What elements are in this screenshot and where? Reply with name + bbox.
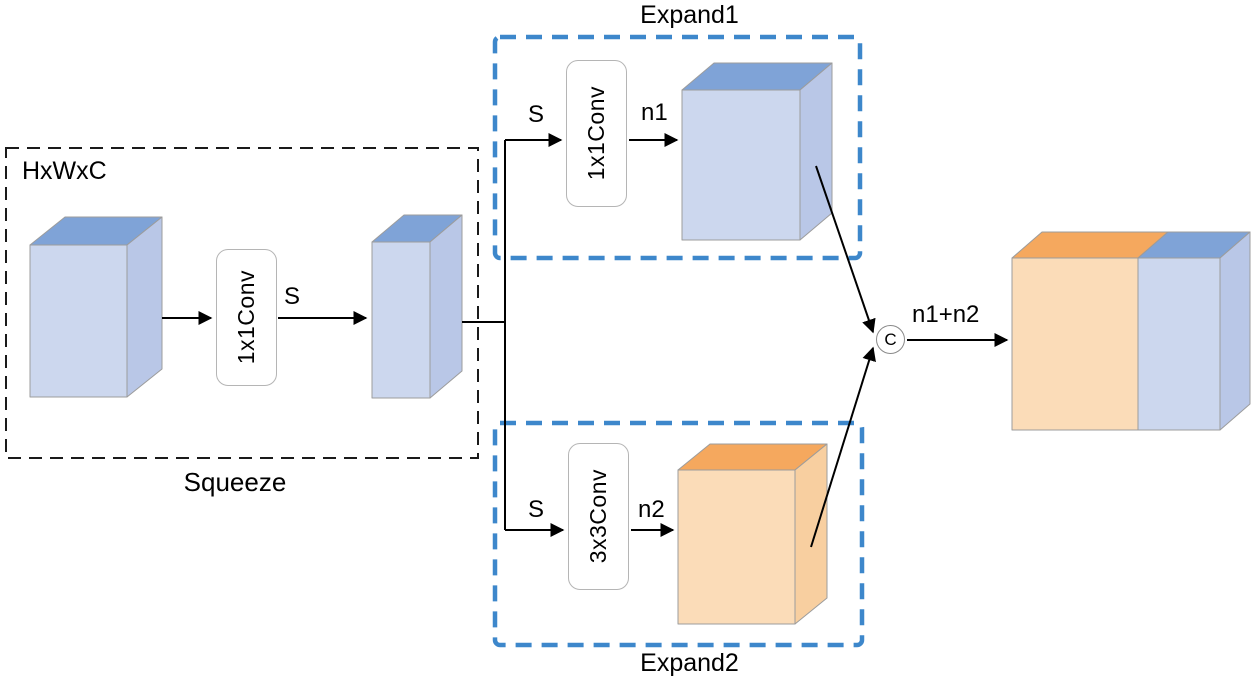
squeeze-title: Squeeze <box>183 467 287 497</box>
expand1-conv-label: 1x1Conv <box>583 86 609 181</box>
expand2-dashed-border <box>492 420 865 648</box>
expand1-conv-block: 1x1Conv <box>566 60 627 207</box>
concat-output-count-label: n1+n2 <box>912 301 980 328</box>
expand2-conv-block: 3x3Conv <box>568 443 629 590</box>
squeeze-conv-block: 1x1Conv <box>216 249 277 386</box>
concat-symbol: C <box>884 329 897 349</box>
expand1-title: Expand1 <box>640 1 739 29</box>
squeeze-output-box <box>371 214 463 399</box>
arrow-expand2-to-concat <box>810 346 876 548</box>
expand2-title: Expand2 <box>640 649 739 677</box>
squeeze-s-label: S <box>284 283 301 310</box>
expand2-conv-label: 3x3Conv <box>585 469 611 564</box>
expand1-n-label: n1 <box>641 99 668 126</box>
concat-output-box <box>1011 231 1251 431</box>
expand2-n-label: n2 <box>638 496 665 523</box>
expand2-s-label: S <box>528 496 545 523</box>
squeeze-conv-label: 1x1Conv <box>233 270 259 365</box>
arrow-expand1-to-concat <box>815 165 876 334</box>
expand2-output-box <box>677 443 828 625</box>
expand1-output-box <box>681 62 833 241</box>
input-dims-label: HxWxC <box>22 157 107 185</box>
squeeze-dashed-border <box>5 147 479 459</box>
concat-node: C <box>876 325 905 354</box>
input-tensor-box <box>29 216 163 398</box>
expand1-s-label: S <box>528 101 545 128</box>
expand1-dashed-border <box>492 34 863 261</box>
